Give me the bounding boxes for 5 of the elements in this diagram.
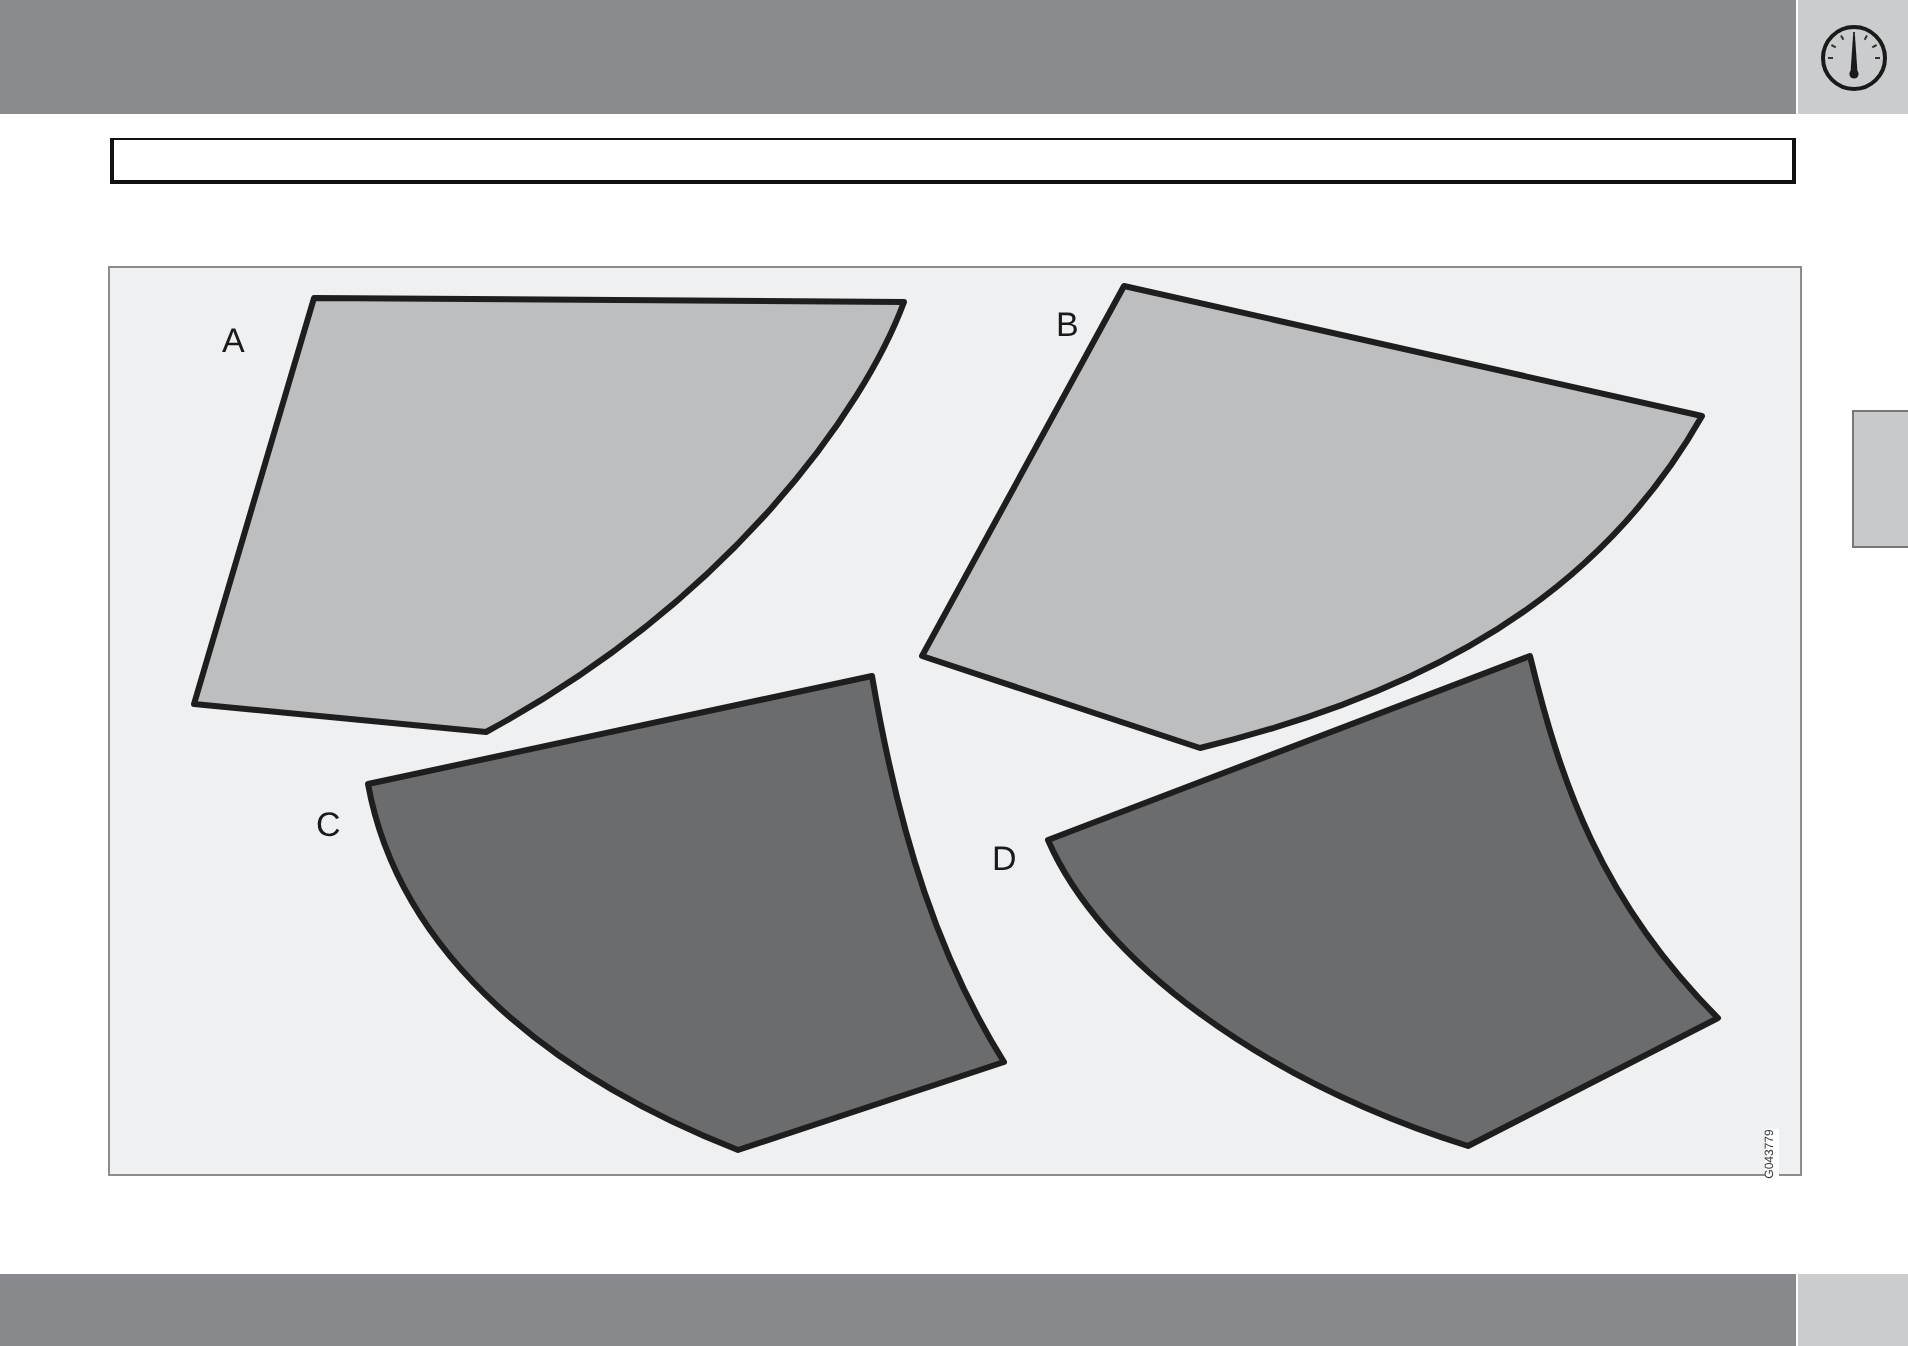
area-letter: C xyxy=(316,808,341,842)
area-letter: D xyxy=(992,842,1017,876)
area-letter: A xyxy=(222,324,245,358)
heading-box xyxy=(110,138,1796,184)
area-letter: B xyxy=(1056,308,1079,342)
